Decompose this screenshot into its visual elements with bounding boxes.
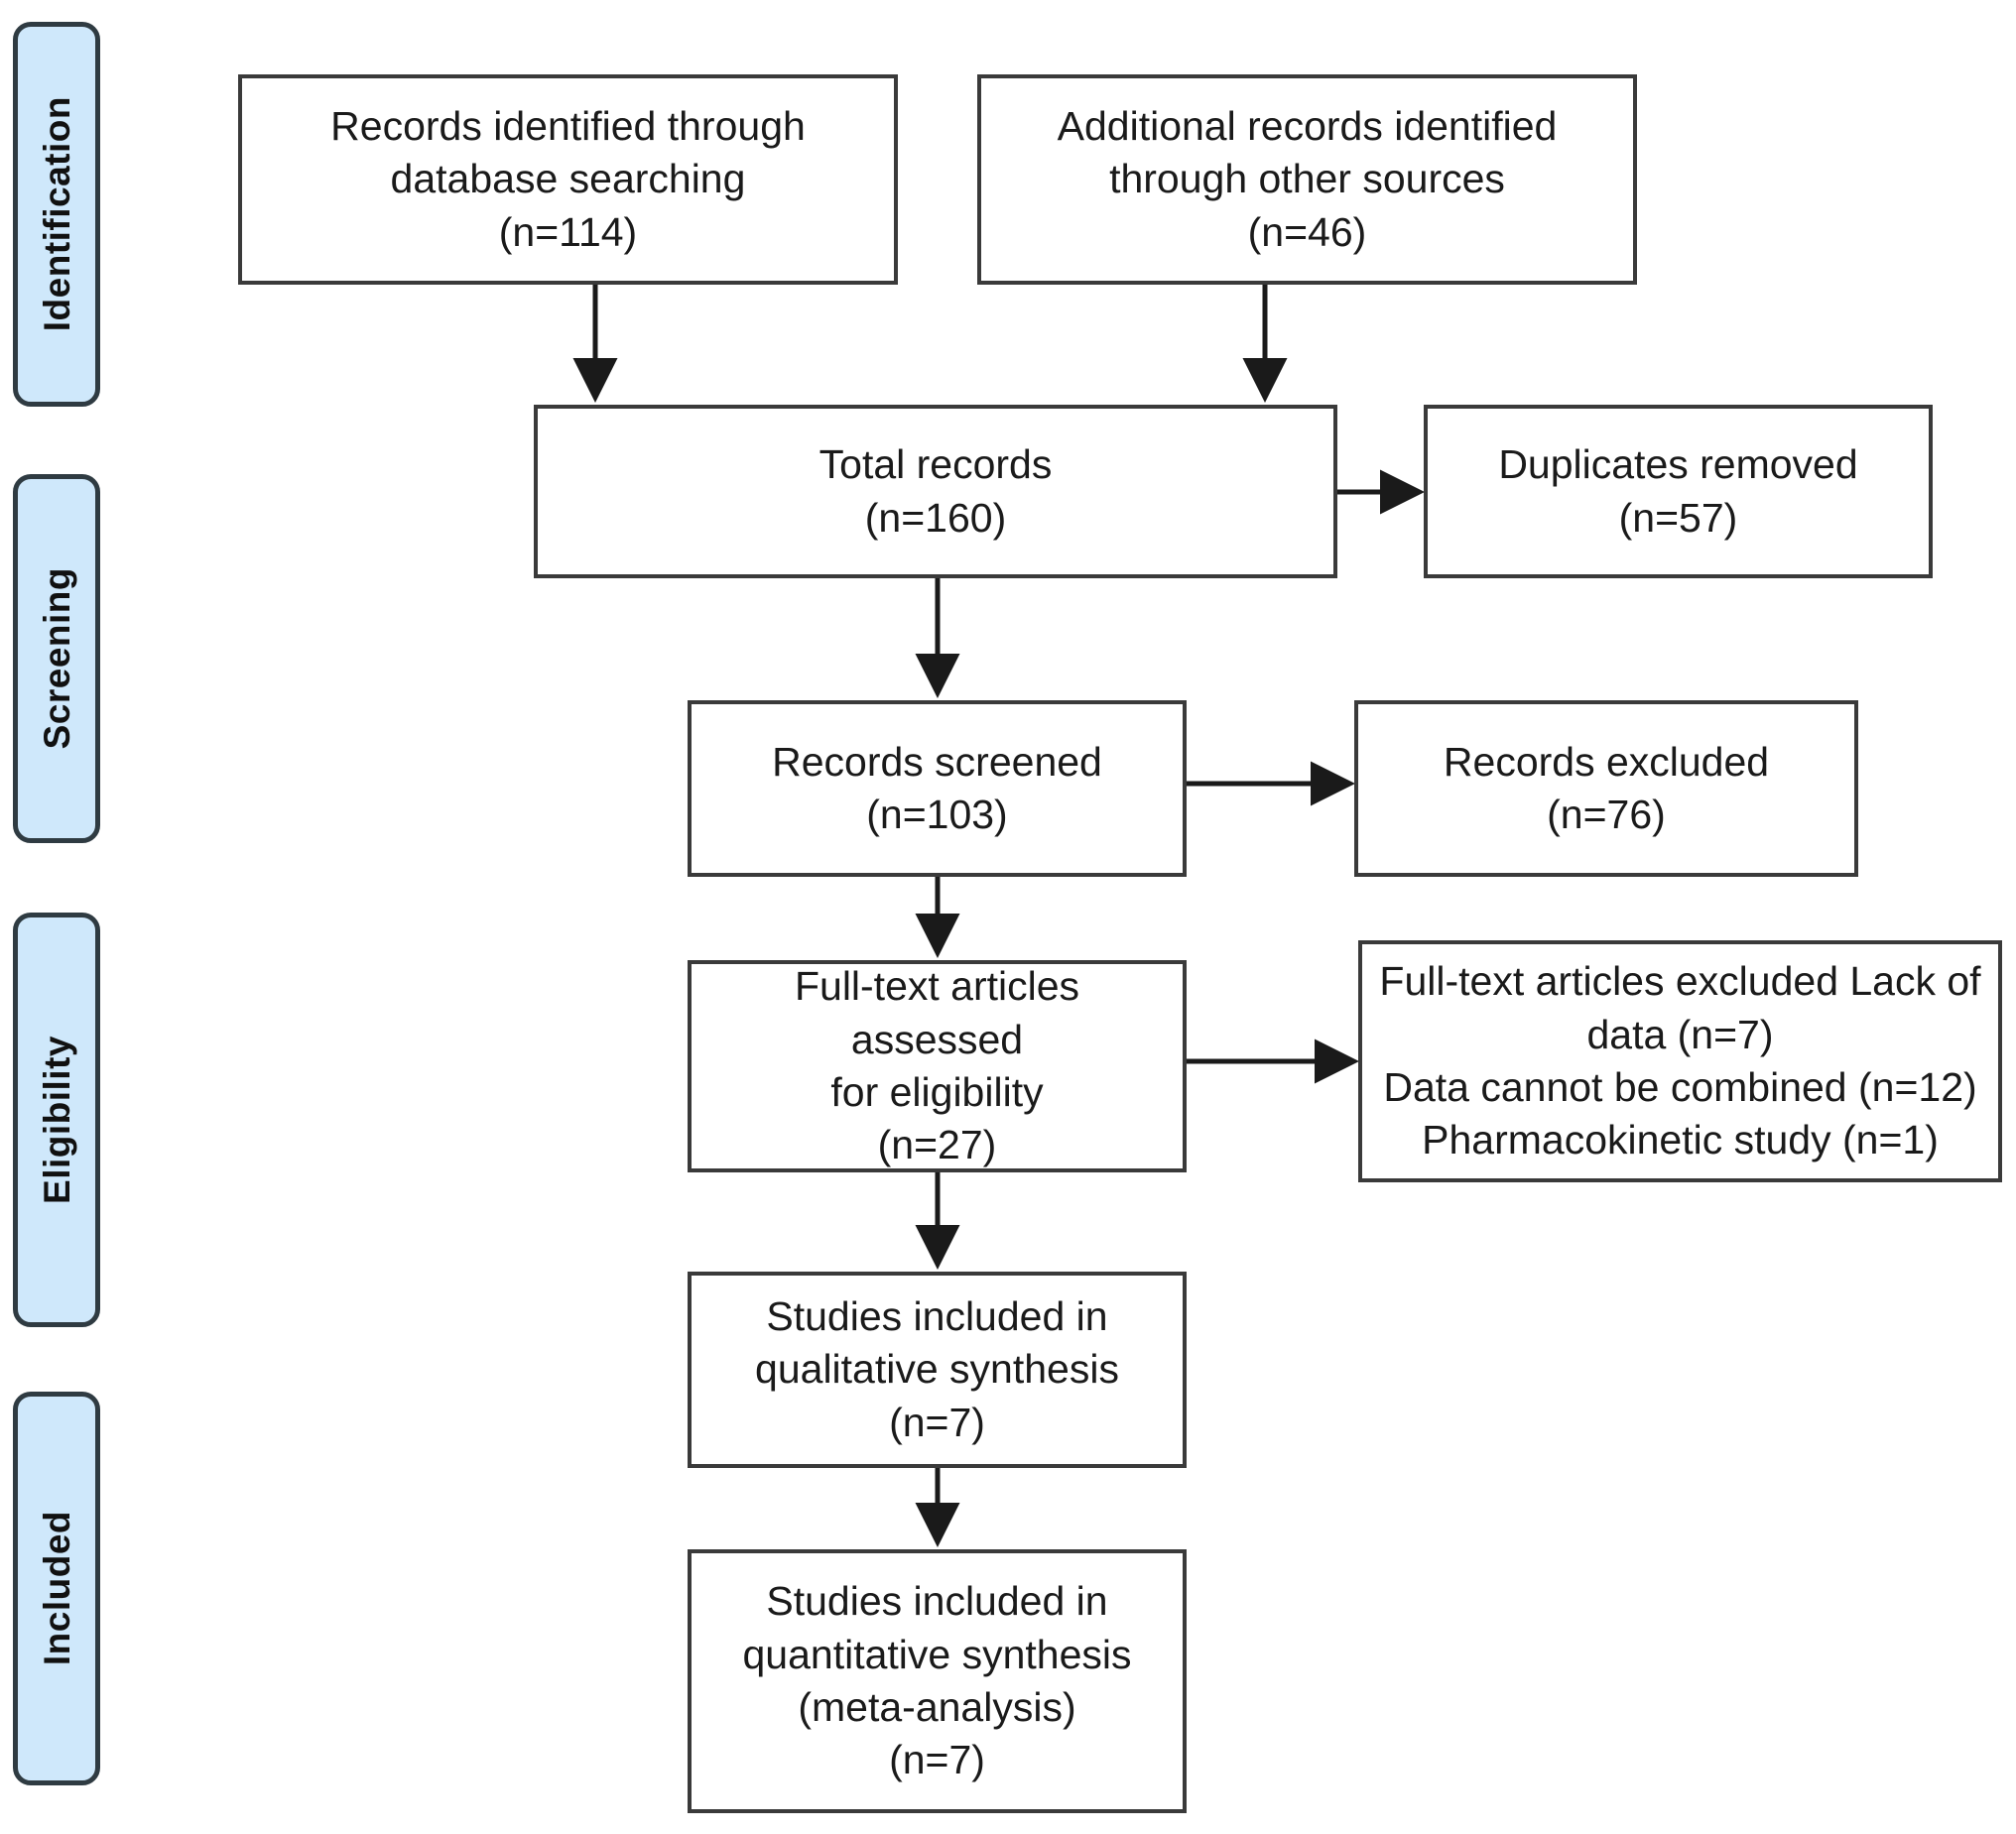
box-total-records[interactable]: Total records (n=160) xyxy=(534,405,1337,578)
stage-pill-eligibility[interactable]: Eligibility xyxy=(13,913,100,1327)
stage-label-identification: Identification xyxy=(36,96,77,332)
box-text-quantitative-synthesis: Studies included in quantitative synthes… xyxy=(742,1578,1132,1783)
box-qualitative-synthesis[interactable]: Studies included in qualitative synthesi… xyxy=(688,1272,1187,1468)
box-fulltext-assessed[interactable]: Full-text articles assessed for eligibil… xyxy=(688,960,1187,1172)
box-additional-records-other-sources[interactable]: Additional records identified through ot… xyxy=(977,74,1637,285)
box-text-fulltext-assessed: Full-text articles assessed for eligibil… xyxy=(794,963,1080,1168)
box-quantitative-synthesis[interactable]: Studies included in quantitative synthes… xyxy=(688,1549,1187,1813)
box-records-identified-database[interactable]: Records identified through database sear… xyxy=(238,74,898,285)
stage-pill-identification[interactable]: Identification xyxy=(13,22,100,407)
box-text-records-screened: Records screened (n=103) xyxy=(772,738,1102,837)
stage-label-eligibility: Eligibility xyxy=(36,1036,77,1204)
box-text-duplicates-removed: Duplicates removed (n=57) xyxy=(1498,441,1858,541)
box-text-qualitative-synthesis: Studies included in qualitative synthesi… xyxy=(755,1293,1119,1445)
stage-label-screening: Screening xyxy=(36,567,77,750)
box-records-screened[interactable]: Records screened (n=103) xyxy=(688,700,1187,877)
box-text-records-excluded: Records excluded (n=76) xyxy=(1443,738,1770,837)
box-records-excluded[interactable]: Records excluded (n=76) xyxy=(1354,700,1858,877)
box-duplicates-removed[interactable]: Duplicates removed (n=57) xyxy=(1424,405,1933,578)
box-text-fulltext-excluded: Full-text articles excluded Lack of data… xyxy=(1379,958,1981,1163)
stage-pill-screening[interactable]: Screening xyxy=(13,474,100,843)
box-text-additional-records-other-sources: Additional records identified through ot… xyxy=(1057,103,1558,255)
stage-pill-included[interactable]: Included xyxy=(13,1392,100,1785)
stage-label-included: Included xyxy=(36,1511,77,1666)
box-text-total-records: Total records (n=160) xyxy=(819,441,1053,541)
box-text-records-identified-database: Records identified through database sear… xyxy=(330,103,806,255)
box-fulltext-excluded[interactable]: Full-text articles excluded Lack of data… xyxy=(1358,940,2002,1182)
